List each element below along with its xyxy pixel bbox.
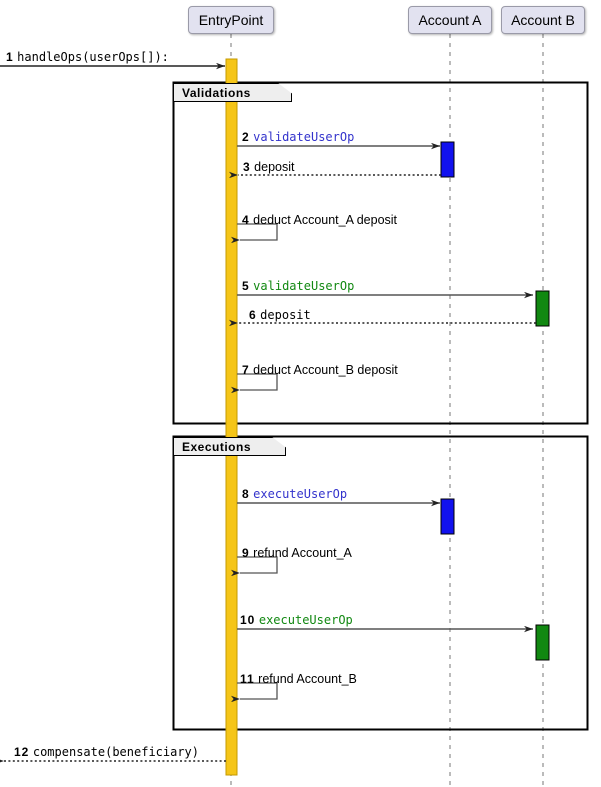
message-label-5: 5 validateUserOp bbox=[242, 279, 354, 293]
message-number-10: 10 bbox=[240, 613, 256, 627]
message-text-3: deposit bbox=[254, 160, 295, 174]
message-text-9: refund Account_A bbox=[253, 546, 352, 560]
message-number-7: 7 bbox=[242, 363, 250, 377]
message-text-6: deposit bbox=[260, 308, 311, 322]
participant-entrypoint[interactable]: EntryPoint bbox=[188, 6, 274, 34]
message-number-3: 3 bbox=[243, 160, 251, 174]
activation-account-b-2 bbox=[535, 624, 550, 661]
fragment-label-validations: Validations bbox=[174, 83, 292, 102]
participant-account-b-label: Account B bbox=[511, 12, 575, 28]
fragment-label-validations-text: Validations bbox=[182, 86, 251, 100]
message-label-2: 2 validateUserOp bbox=[242, 130, 354, 144]
fragment-validations-border bbox=[172, 81, 589, 425]
message-text-1: handleOps(userOps[]): bbox=[17, 50, 169, 64]
message-label-7: 7 deduct Account_B deposit bbox=[242, 363, 398, 377]
fragment-executions-border bbox=[172, 435, 589, 731]
message-label-10: 10 executeUserOp bbox=[240, 613, 353, 627]
fragment-label-executions: Executions bbox=[174, 437, 286, 456]
arrow-msg-11 bbox=[231, 682, 278, 703]
message-number-8: 8 bbox=[242, 487, 250, 501]
participant-entrypoint-label: EntryPoint bbox=[198, 12, 264, 28]
message-text-7: deduct Account_B deposit bbox=[253, 363, 398, 377]
message-label-3: 3 deposit bbox=[243, 160, 294, 174]
message-number-11: 11 bbox=[240, 672, 255, 686]
message-text-2: validateUserOp bbox=[253, 130, 355, 144]
message-number-4: 4 bbox=[242, 213, 250, 227]
message-label-9: 9 refund Account_A bbox=[242, 546, 352, 560]
message-number-5: 5 bbox=[242, 279, 250, 293]
message-label-11: 11 refund Account_B bbox=[240, 672, 357, 686]
activation-account-a-1 bbox=[440, 141, 455, 178]
message-text-12: compensate(beneficiary) bbox=[32, 745, 200, 759]
message-label-1: 1 handleOps(userOps[]): bbox=[6, 50, 169, 64]
message-label-6: 6 deposit bbox=[249, 308, 311, 322]
message-label-8: 8 executeUserOp bbox=[242, 487, 347, 501]
arrow-msg-7 bbox=[231, 373, 278, 394]
message-number-2: 2 bbox=[242, 130, 250, 144]
participant-account-a[interactable]: Account A bbox=[408, 6, 492, 34]
message-number-6: 6 bbox=[249, 308, 257, 322]
message-text-4: deduct Account_A deposit bbox=[253, 213, 398, 227]
message-number-12: 12 bbox=[14, 745, 30, 759]
fragment-label-executions-text: Executions bbox=[182, 440, 252, 454]
message-label-4: 4 deduct Account_A deposit bbox=[242, 213, 397, 227]
message-text-8: executeUserOp bbox=[253, 487, 348, 501]
participant-account-b[interactable]: Account B bbox=[501, 6, 585, 34]
participant-account-a-label: Account A bbox=[418, 12, 482, 28]
arrow-msg-4 bbox=[231, 223, 278, 244]
message-text-11: refund Account_B bbox=[258, 672, 357, 686]
activation-entrypoint bbox=[225, 58, 238, 776]
message-number-9: 9 bbox=[242, 546, 250, 560]
activation-account-b-1 bbox=[535, 290, 550, 327]
message-label-12: 12 compensate(beneficiary) bbox=[14, 745, 199, 759]
fragment-frames bbox=[172, 81, 589, 731]
message-number-1: 1 bbox=[6, 50, 14, 64]
message-text-5: validateUserOp bbox=[253, 279, 355, 293]
activation-account-a-2 bbox=[440, 498, 455, 535]
message-text-10: executeUserOp bbox=[258, 613, 353, 627]
arrow-msg-9 bbox=[231, 556, 278, 577]
